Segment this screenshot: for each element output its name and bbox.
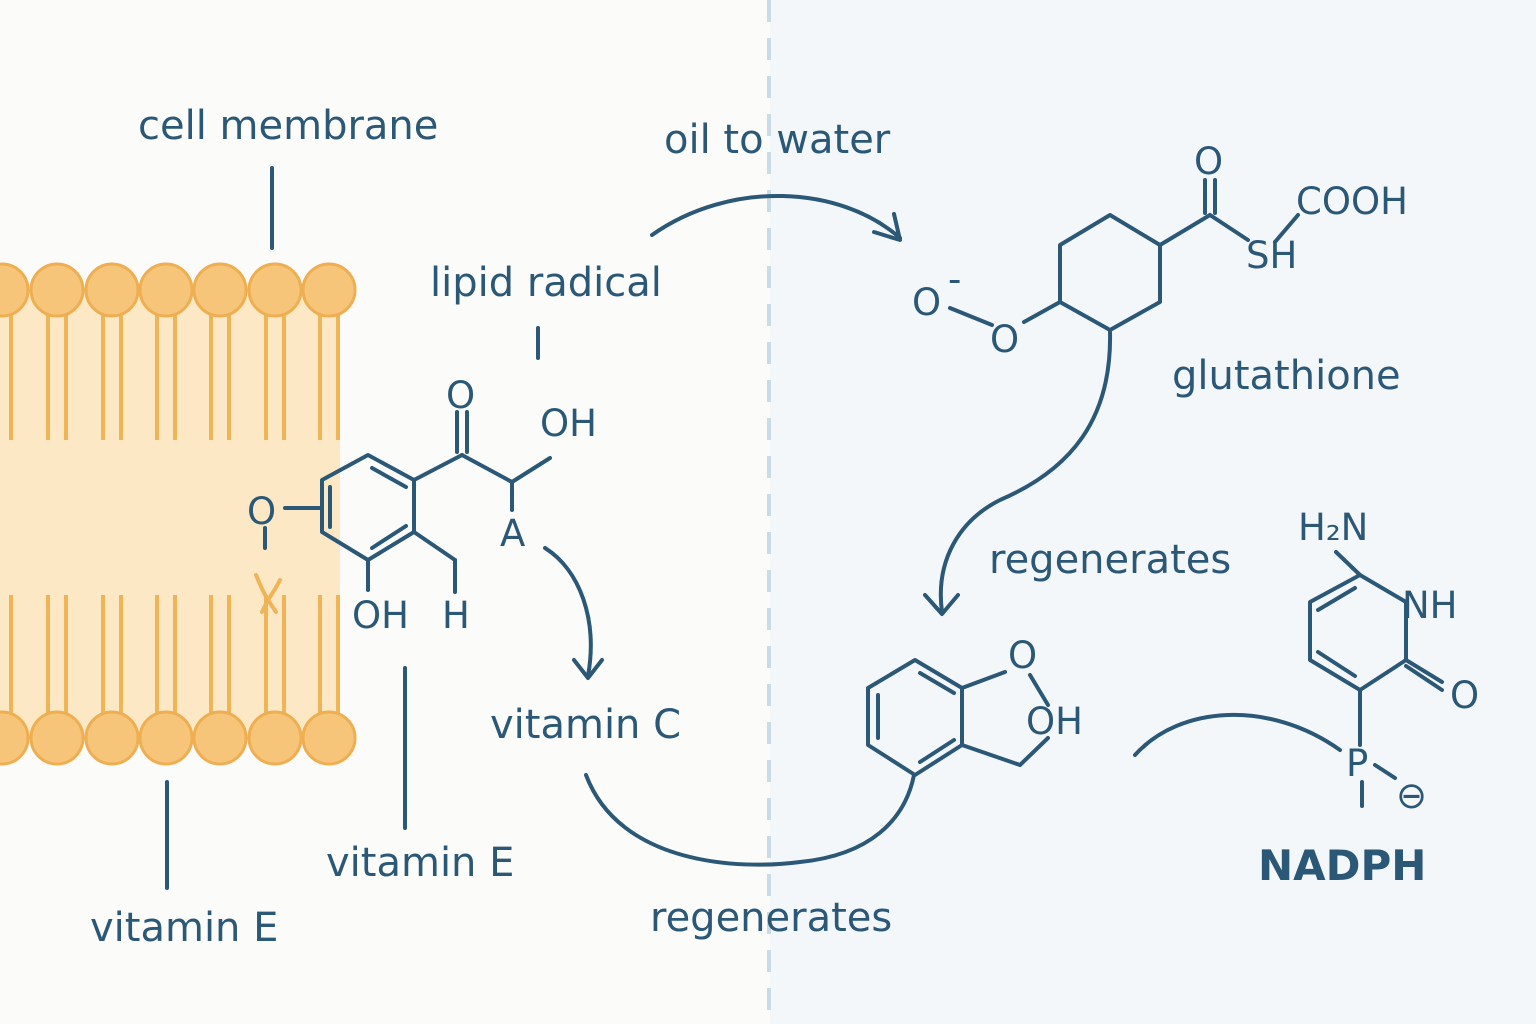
lipid-head [247, 710, 303, 766]
label-regenerates-lower: regenerates [650, 895, 893, 941]
arrow-to-vitamin-c [543, 546, 593, 678]
atom-o-charge: - [948, 258, 961, 301]
lipid-head [29, 710, 85, 766]
atom-sh: SH [1246, 234, 1297, 277]
atom-oh-c: OH [1026, 700, 1083, 743]
label-vitamin-e-inner: vitamin E [326, 840, 515, 886]
atom-o-carbonyl-g: O [1194, 140, 1223, 183]
lipid-head [247, 262, 303, 318]
atom-o-nadph: O [1450, 674, 1479, 717]
atom-p: P [1346, 742, 1368, 785]
aqueous-region [770, 0, 1536, 1024]
atom-a-radical: A [500, 512, 525, 555]
lipid-heads [0, 262, 357, 766]
label-nadph: NADPH [1258, 841, 1427, 890]
lipid-head [0, 710, 30, 766]
lipid-head [138, 262, 194, 318]
connector-nadph [1133, 713, 1342, 757]
tail-link-icon [254, 573, 282, 614]
membrane-interior-band [0, 292, 340, 736]
atom-o-link: O [990, 318, 1019, 361]
atom-o-anion: O [912, 281, 941, 324]
connector-vitamin-c-regenerates [584, 773, 916, 867]
arrow-oil-to-water [650, 193, 902, 240]
glutathione-molecule: O - O O COOH SH [912, 140, 1408, 361]
label-cell-membrane: cell membrane [138, 103, 439, 149]
atom-h2n: H₂N [1298, 506, 1368, 549]
atom-oh-bottom: OH [352, 594, 409, 637]
atom-nh: NH [1402, 584, 1458, 627]
arrowhead-glutathione-regenerates [923, 593, 960, 616]
label-vitamin-e-outer: vitamin E [90, 905, 279, 951]
lipid-tails [9, 315, 340, 715]
lipid-head [138, 710, 194, 766]
lipid-head [301, 262, 357, 318]
label-vitamin-c: vitamin C [490, 702, 682, 748]
label-lipid-radical: lipid radical [430, 260, 662, 306]
arrow-glutathione-regenerates [938, 330, 1113, 614]
label-glutathione: glutathione [1172, 353, 1401, 399]
atom-o-ring-c: O [1008, 634, 1037, 677]
label-regenerates-upper: regenerates [989, 537, 1232, 583]
lipid-head [0, 262, 30, 318]
atom-o-minus: ⊖ [1396, 774, 1427, 817]
atom-cooh: COOH [1296, 180, 1408, 223]
atom-o-ring: O [247, 490, 276, 533]
lipid-head [84, 262, 140, 318]
vitamin-e-molecule: O O OH A OH H [247, 374, 597, 637]
lipid-head [301, 710, 357, 766]
lipid-head [84, 710, 140, 766]
arrowhead-oil-to-water [872, 212, 902, 242]
lipid-head [192, 262, 248, 318]
nadph-molecule: H₂N NH O P ⊖ [1298, 506, 1479, 817]
lipid-head [192, 710, 248, 766]
lipid-head [29, 262, 85, 318]
arrowhead-to-vitamin-c [572, 658, 604, 680]
atom-o-carbonyl: O [446, 374, 475, 417]
cell-membrane [0, 262, 357, 766]
atom-h-bottom: H [442, 594, 470, 637]
atom-oh-top: OH [540, 402, 597, 445]
label-oil-to-water: oil to water [664, 117, 891, 163]
